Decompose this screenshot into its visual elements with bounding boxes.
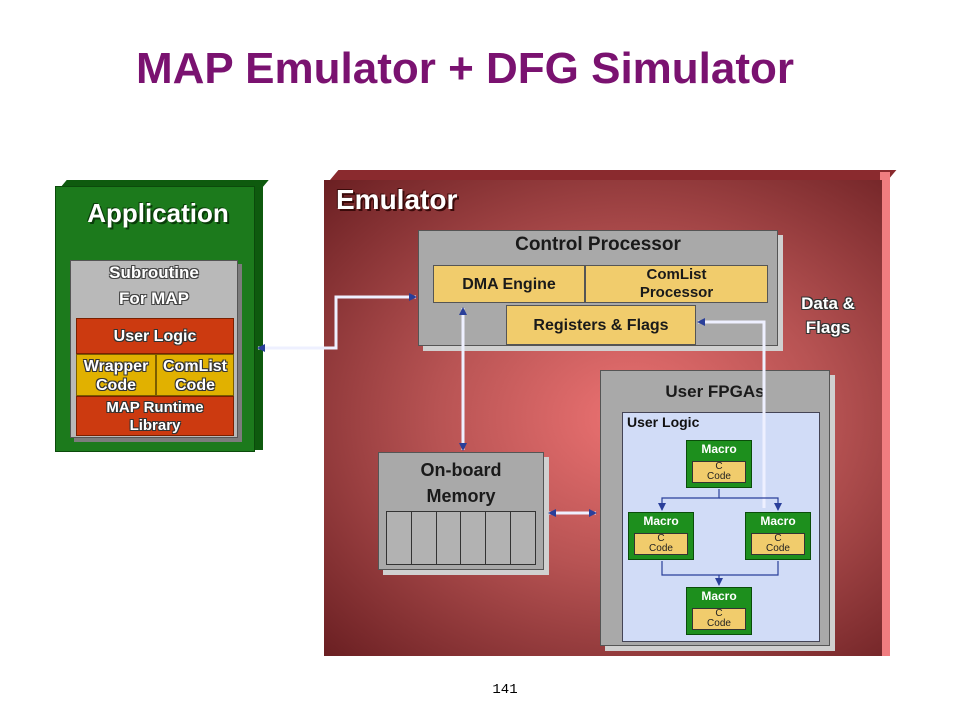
registers-flags-box: Registers & Flags <box>506 305 696 345</box>
memory-bank <box>485 512 510 564</box>
macro-label: Macro <box>760 514 796 528</box>
c-code-line2: Code <box>766 543 790 554</box>
fpga-user-logic-label: User Logic <box>627 414 700 430</box>
comlist-code-line2: Code <box>175 377 215 394</box>
memory-bank <box>410 512 436 564</box>
wrapper-code-line2: Code <box>96 377 136 394</box>
wrapper-code-line1: Wrapper <box>83 358 149 375</box>
c-code-line2: Code <box>707 618 731 629</box>
macro-label: Macro <box>701 589 737 603</box>
memory-bank <box>435 512 461 564</box>
data-flags-line1: Data & <box>801 294 855 313</box>
page-number: 141 <box>492 682 518 698</box>
data-flags-line2: Flags <box>805 318 851 337</box>
app-control-connector <box>257 293 417 352</box>
memory-bank <box>460 512 485 564</box>
user-fpgas-label: User FPGAs <box>665 382 765 401</box>
comlist-processor-line2: Processor <box>639 284 714 301</box>
app-user-logic-box: User Logic <box>76 318 234 354</box>
wrapper-code-box: Wrapper Code <box>76 354 156 396</box>
subroutine-label-line2: For MAP <box>119 289 189 308</box>
emulator-label: Emulator <box>336 184 458 215</box>
memory-line1: On-board <box>420 460 502 480</box>
macro-interconnects <box>658 489 782 586</box>
emulator-panel-side-edge <box>880 172 890 656</box>
c-code-line1: C <box>657 533 665 544</box>
data-flags-label: Data & Flags <box>780 292 876 340</box>
runtime-line2: Library <box>129 417 181 434</box>
memory-bank <box>510 512 535 564</box>
map-runtime-library-box: MAP Runtime Library <box>76 396 234 436</box>
comlist-code-line1: ComList <box>163 358 227 375</box>
c-code-line1: C <box>715 608 723 619</box>
registers-fpga-connector <box>697 318 766 508</box>
application-label: Application <box>87 198 229 228</box>
dma-engine-box: DMA Engine <box>433 265 585 303</box>
slide-title: MAP Emulator + DFG Simulator <box>135 44 795 93</box>
macro-label: Macro <box>701 442 737 456</box>
comlist-processor-box: ComList Processor <box>585 265 768 303</box>
c-code-line2: Code <box>649 543 673 554</box>
subroutine-label-line1: Subroutine <box>109 263 199 282</box>
c-code-line2: Code <box>707 471 731 482</box>
comlist-code-box: ComList Code <box>156 354 234 396</box>
comlist-processor-line1: ComList <box>646 266 707 283</box>
control-processor-label: Control Processor <box>515 234 681 255</box>
memory-banks <box>386 511 536 565</box>
runtime-line1: MAP Runtime <box>106 399 204 416</box>
macro-label: Macro <box>643 514 679 528</box>
c-code-line1: C <box>774 533 782 544</box>
c-code-line1: C <box>715 461 723 472</box>
onboard-memory-label: On-board Memory <box>378 457 544 509</box>
memory-line2: Memory <box>426 486 496 506</box>
